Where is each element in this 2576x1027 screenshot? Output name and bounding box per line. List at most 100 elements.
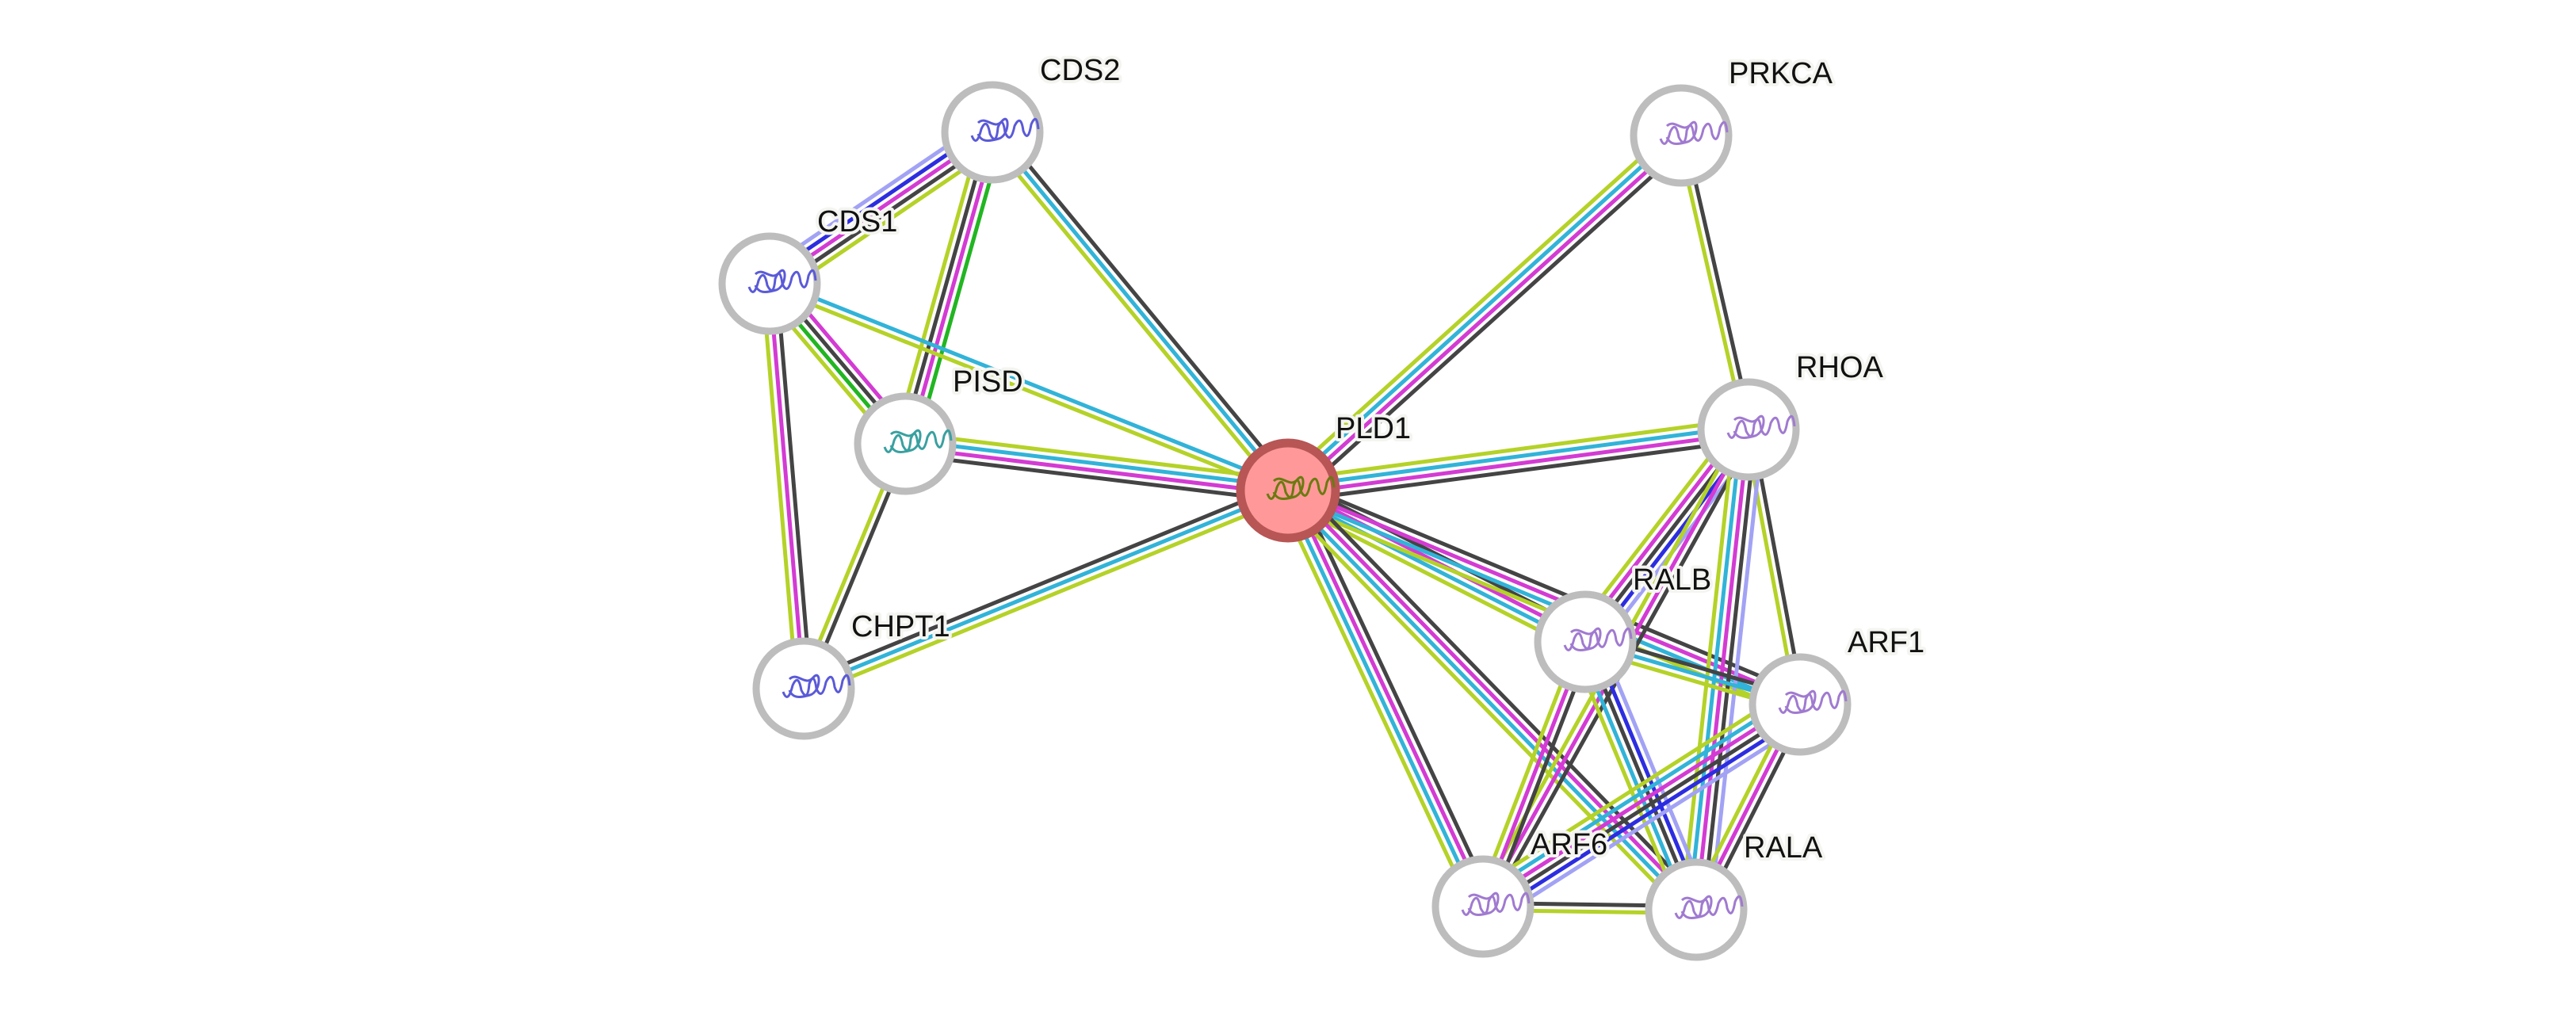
evidence-line-yellowgreen — [1278, 496, 1691, 919]
node-chpt1[interactable]: CHPT1 — [752, 607, 954, 740]
evidence-line-magenta — [1289, 488, 1489, 907]
evidence-line-yellowgreen — [906, 431, 1290, 483]
evidence-line-cyan — [991, 131, 1290, 492]
evidence-line-black — [774, 283, 813, 689]
node-label: CHPT1 — [851, 610, 950, 643]
protein-structure-icon — [970, 117, 1040, 142]
protein-structure-icon — [1659, 120, 1729, 145]
edge-rhoa-pld1[interactable] — [1286, 417, 1751, 503]
evidence-line-magenta — [767, 283, 806, 689]
node-prkca[interactable]: PRKCA — [1630, 54, 1836, 187]
evidence-line-black — [1289, 437, 1751, 503]
evidence-line-cyan — [1687, 428, 1744, 910]
evidence-line-magenta — [1288, 430, 1749, 496]
evidence-line-black — [900, 131, 992, 444]
evidence-line-yellowgreen — [1680, 427, 1737, 909]
evidence-line-black — [1701, 430, 1758, 911]
node-label: PISD — [953, 365, 1023, 399]
evidence-line-cyan — [1285, 491, 1585, 647]
evidence-line-yellowgreen — [1279, 126, 1676, 484]
evidence-line-black — [1294, 142, 1690, 500]
edge-cds1-pld1[interactable] — [767, 278, 1290, 496]
evidence-line-black — [1484, 705, 1803, 911]
edge-chpt1-pld1[interactable] — [800, 482, 1292, 697]
evidence-line-yellowgreen — [1282, 498, 1582, 654]
node-pisd[interactable]: PISD — [854, 362, 1026, 495]
evidence-line-cyan — [1476, 693, 1796, 899]
node-label: ARF6 — [1531, 828, 1607, 861]
protein-structure-icon — [1461, 891, 1531, 916]
edge-cds2-pld1[interactable] — [985, 126, 1295, 497]
protein-structure-icon — [1563, 627, 1633, 651]
node-label: PRKCA — [1729, 57, 1833, 90]
evidence-line-cyan — [1283, 491, 1695, 914]
evidence-line-magenta — [906, 132, 998, 445]
node-arf6[interactable]: ARF6 — [1431, 825, 1611, 958]
protein-structure-icon — [1266, 475, 1336, 500]
node-circle — [1534, 590, 1637, 693]
evidence-line-black — [904, 452, 1287, 503]
node-label: RHOA — [1796, 351, 1883, 384]
edge-pisd-pld1[interactable] — [904, 431, 1290, 503]
protein-structure-icon — [782, 674, 851, 698]
node-label: ARF1 — [1848, 626, 1924, 659]
edge-pld1-arf6[interactable] — [1276, 485, 1495, 912]
evidence-line-yellowgreen — [892, 128, 984, 442]
protein-structure-icon — [1674, 895, 1744, 919]
evidence-line-yellowgreen — [1472, 687, 1792, 894]
evidence-line-cyan — [905, 438, 1289, 490]
evidence-line-cyan — [1282, 491, 1482, 909]
evidence-line-cyan — [1287, 424, 1749, 490]
evidence-line-cyan — [770, 278, 1290, 490]
evidence-line-lightblue — [1491, 717, 1811, 924]
node-circle — [752, 637, 855, 740]
node-circle — [1697, 378, 1800, 481]
evidence-line-magenta — [1289, 136, 1685, 495]
protein-structure-icon — [1778, 689, 1848, 714]
evidence-line-black — [996, 126, 1295, 487]
evidence-line-black — [1295, 485, 1495, 903]
edge-arf1-arf6[interactable] — [1472, 687, 1811, 924]
evidence-line-yellowgreen — [985, 136, 1284, 497]
evidence-line-black — [1291, 479, 1806, 697]
edge-prkca-pld1[interactable] — [1279, 126, 1690, 500]
node-circle — [1645, 858, 1748, 961]
node-ralb[interactable]: RALB — [1534, 560, 1714, 693]
protein-structure-icon — [1726, 414, 1796, 439]
node-label: RALA — [1744, 831, 1823, 865]
node-circle — [854, 392, 957, 495]
node-circle — [1630, 84, 1733, 187]
node-label: RALB — [1633, 563, 1711, 597]
evidence-line-yellowgreen — [805, 495, 1292, 697]
evidence-line-black — [800, 482, 1286, 684]
evidence-line-magenta — [1694, 429, 1751, 911]
edge-rhoa-rala[interactable] — [1680, 427, 1765, 912]
node-circle — [1749, 653, 1852, 756]
evidence-line-green — [913, 134, 1005, 448]
edge-cds2-pisd[interactable] — [892, 128, 1005, 448]
evidence-line-magenta — [1289, 487, 1701, 909]
node-rhoa[interactable]: RHOA — [1697, 348, 1886, 481]
evidence-line-lightblue — [1708, 430, 1765, 912]
evidence-line-magenta — [904, 445, 1288, 496]
node-label: CDS2 — [1040, 54, 1120, 87]
node-label: PLD1 — [1336, 412, 1411, 445]
node-rala[interactable]: RALA — [1645, 828, 1826, 961]
node-arf1[interactable]: ARF1 — [1749, 623, 1928, 756]
evidence-line-magenta — [1480, 700, 1799, 906]
protein-structure-icon — [747, 269, 817, 293]
node-circle — [1236, 438, 1340, 543]
node-circle — [718, 232, 821, 335]
protein-structure-icon — [883, 429, 953, 453]
evidence-line-yellowgreen — [1286, 417, 1748, 483]
node-cds2[interactable]: CDS2 — [941, 51, 1123, 184]
edge-cds1-chpt1[interactable] — [760, 283, 813, 689]
evidence-line-cyan — [1284, 131, 1680, 490]
evidence-line-cyan — [803, 488, 1289, 691]
node-cds1[interactable]: CDS1 — [718, 202, 900, 335]
evidence-line-blue — [1487, 712, 1807, 918]
node-pld1[interactable]: PLD1 — [1236, 409, 1414, 543]
node-circle — [941, 81, 1044, 184]
evidence-line-yellowgreen — [1276, 494, 1476, 912]
